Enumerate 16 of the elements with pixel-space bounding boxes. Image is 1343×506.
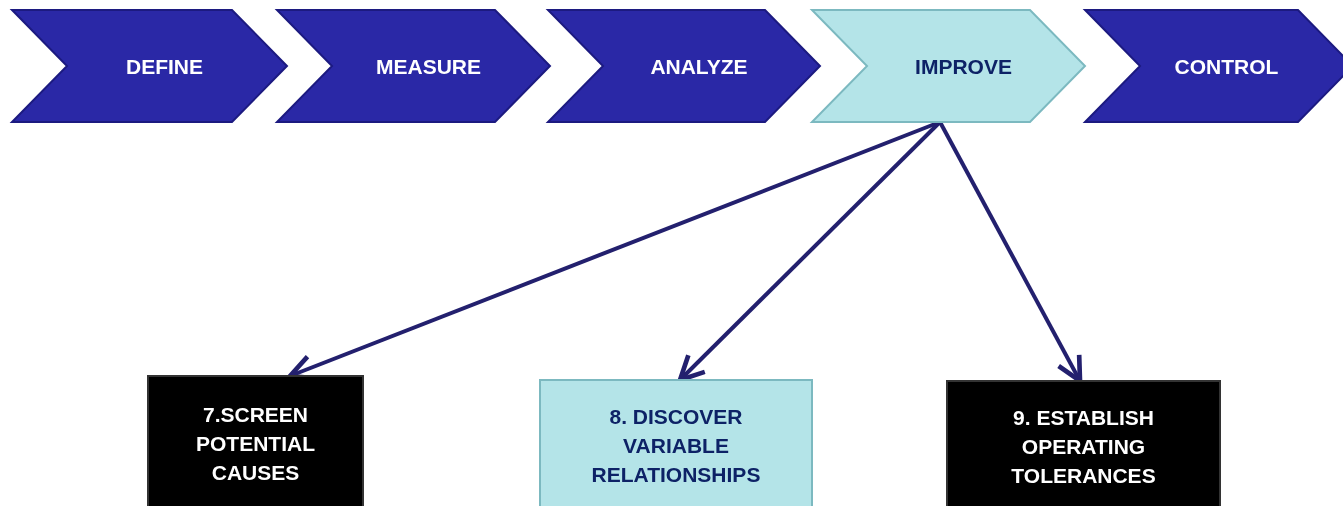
- step-label: IMPROVE: [915, 53, 1012, 80]
- step-label: 7.SCREEN POTENTIAL CAUSES: [195, 402, 316, 486]
- step-label: 9. ESTABLISH OPERATING TOLERANCES: [1010, 404, 1157, 489]
- step-label: ANALYZE: [650, 53, 748, 80]
- step-label: DEFINE: [126, 53, 203, 80]
- step-box: [947, 381, 1220, 506]
- step-label: MEASURE: [376, 53, 481, 80]
- step-label: 8. DISCOVER VARIABLE RELATIONSHIPS: [590, 404, 762, 488]
- step-label: CONTROL: [1174, 53, 1279, 80]
- phase-step: [277, 10, 550, 122]
- phase-step: [812, 10, 1085, 122]
- step-box: [148, 376, 363, 506]
- phase-step: [548, 10, 820, 122]
- phase-step: [12, 10, 287, 122]
- step-box: [540, 380, 812, 506]
- phase-step: [1085, 10, 1343, 122]
